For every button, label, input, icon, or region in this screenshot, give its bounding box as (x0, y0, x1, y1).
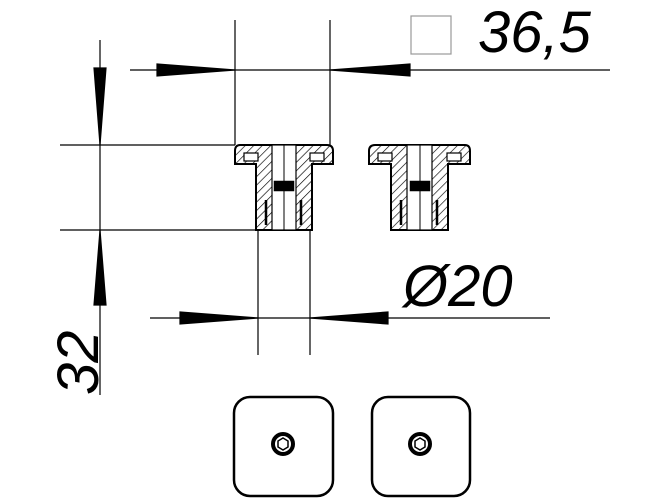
diameter-dimension (150, 230, 550, 355)
hex-socket-icon (414, 437, 426, 451)
part-section-left (234, 144, 334, 231)
height-dimension (60, 40, 258, 395)
arrowhead (156, 63, 236, 77)
width-dimension (130, 20, 610, 145)
arrowhead (329, 63, 411, 77)
hex-socket-icon (277, 437, 289, 451)
arrowhead (93, 229, 107, 306)
arrowhead (309, 311, 389, 325)
part-top-view-right (370, 395, 472, 498)
arrowhead (179, 311, 259, 325)
width-label: 36,5 (478, 0, 592, 65)
height-label: 32 (46, 330, 111, 395)
diameter-label: Ø20 (401, 254, 513, 319)
arrowhead (93, 67, 107, 146)
part-section-right (368, 144, 471, 231)
square-symbol-icon (410, 15, 452, 55)
part-top-view-left (232, 395, 335, 498)
